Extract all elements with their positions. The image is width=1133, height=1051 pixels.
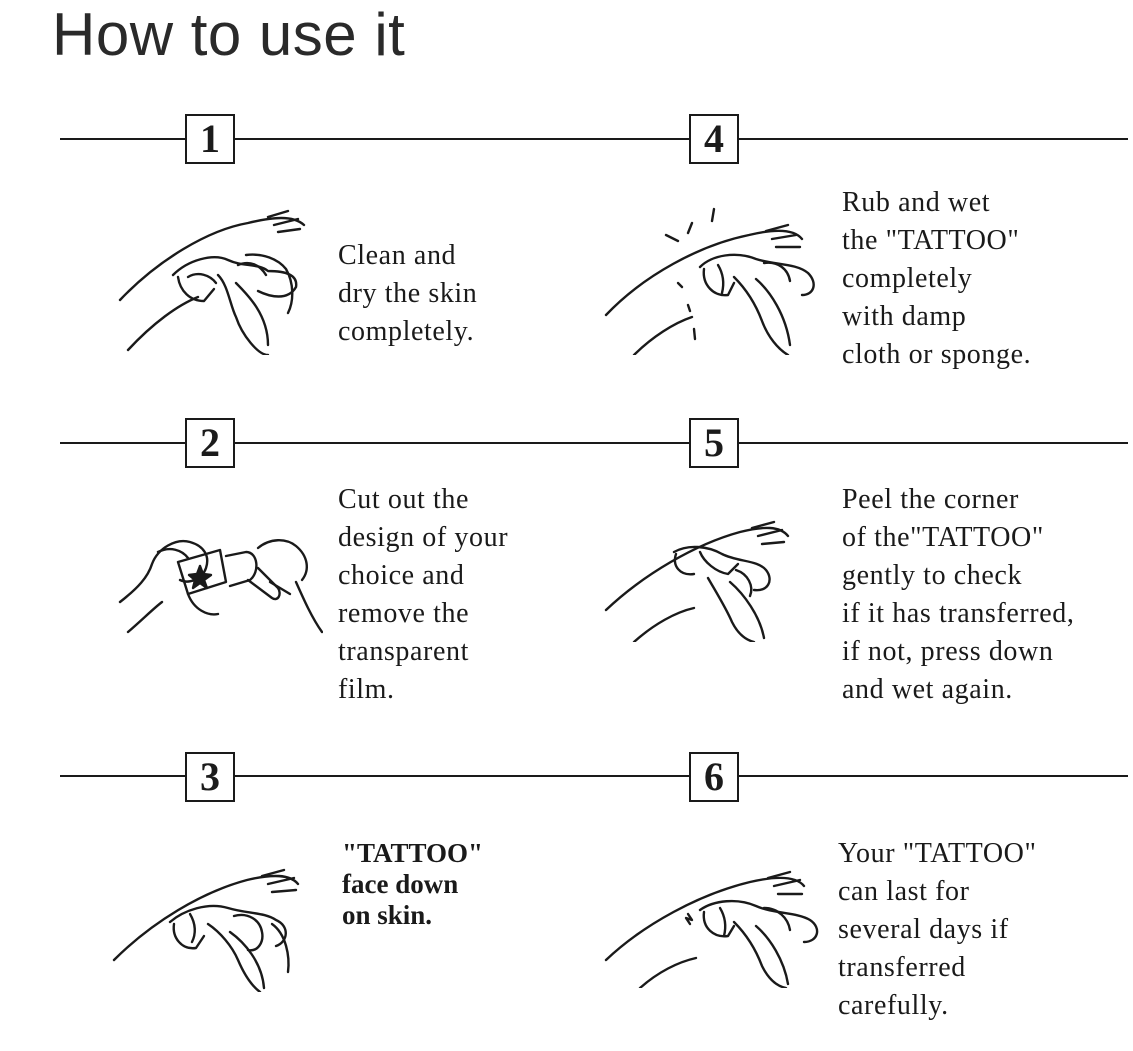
step-number: 3 (185, 752, 235, 802)
hand-pressing-tattoo-icon (112, 862, 312, 992)
hand-revealing-tattoo-icon (604, 858, 834, 988)
step-instruction: Rub and wet the "TATTOO" completely with… (842, 187, 1032, 370)
hand-peeling-corner-icon (604, 512, 804, 642)
divider-row-1 (60, 138, 1128, 140)
divider-row-2 (60, 442, 1128, 444)
page-title: How to use it (52, 1, 406, 68)
step-number: 4 (689, 114, 739, 164)
step-number: 6 (689, 752, 739, 802)
step-number: 5 (689, 418, 739, 468)
step-instruction: Your "TATTOO" can last for several days … (838, 838, 1037, 1021)
step-number: 1 (185, 114, 235, 164)
divider-row-3 (60, 775, 1128, 777)
hands-peeling-film-icon (118, 522, 323, 652)
step-instruction: "TATTOO" face down on skin. (342, 838, 484, 930)
step-instruction: Peel the corner of the"TATTOO" gently to… (842, 484, 1075, 705)
hand-wetting-sponge-icon (604, 205, 829, 355)
hands-wiping-forearm-icon (118, 205, 318, 355)
step-instruction: Clean and dry the skin completely. (338, 240, 478, 347)
step-number: 2 (185, 418, 235, 468)
step-instruction: Cut out the design of your choice and re… (338, 484, 509, 705)
